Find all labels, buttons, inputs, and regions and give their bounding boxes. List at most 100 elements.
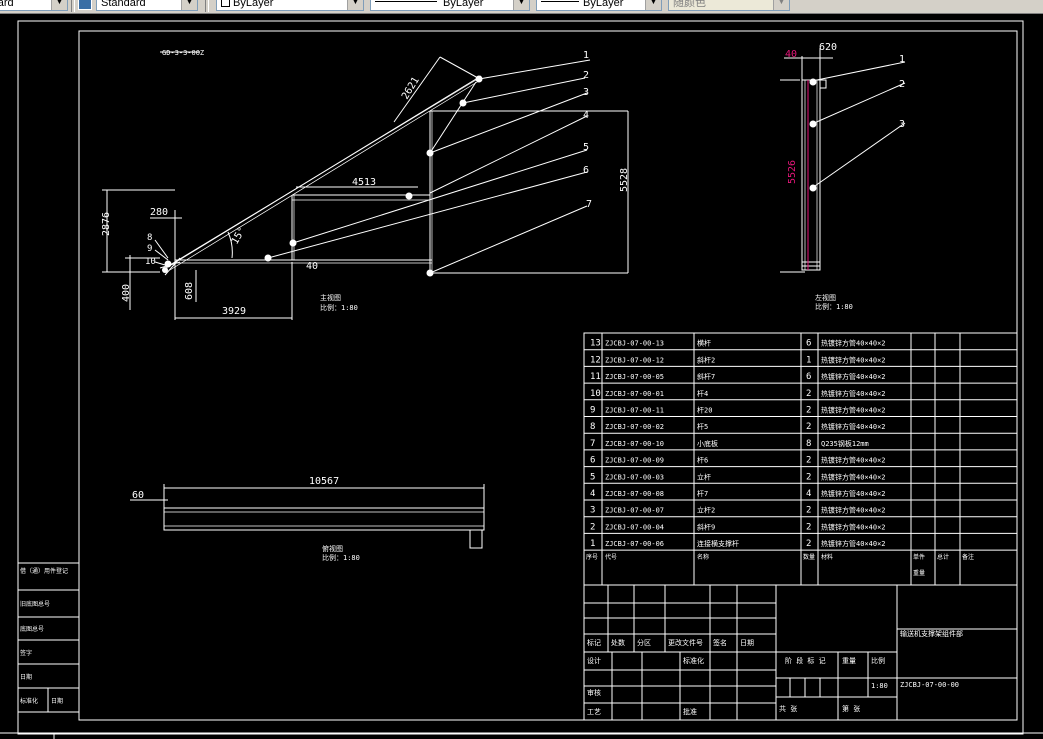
bom-cell-code: ZJCBJ-07-00-02 bbox=[605, 423, 664, 431]
linetype-select[interactable]: ByLayer ▼ bbox=[370, 0, 530, 11]
bom-cell-code: ZJCBJ-07-00-09 bbox=[605, 457, 664, 465]
text-style-select[interactable]: Standard ▼ bbox=[0, 0, 68, 11]
tb-scale: 比例 bbox=[871, 656, 885, 665]
toolbar-separator bbox=[205, 0, 209, 12]
bom-cell-no: 4 bbox=[590, 489, 595, 499]
top-dim-60: 60 bbox=[132, 490, 144, 501]
chevron-down-icon[interactable]: ▼ bbox=[347, 0, 363, 10]
chevron-down-icon[interactable]: ▼ bbox=[181, 0, 197, 10]
callout-1: 1 bbox=[583, 50, 589, 61]
tb-stage: 阶 段 标 记 bbox=[785, 656, 826, 665]
lineweight-select[interactable]: ByLayer ▼ bbox=[536, 0, 662, 11]
bom-cell-code: ZJCBJ-07-00-08 bbox=[605, 490, 664, 498]
bom-header-material: 材料 bbox=[821, 553, 833, 561]
side-callout-1: 1 bbox=[899, 54, 905, 65]
tb-date: 日期 bbox=[740, 639, 754, 647]
bom-cell-name: 斜杆2 bbox=[697, 355, 715, 364]
side-strip bbox=[18, 562, 79, 713]
callout-2: 2 bbox=[583, 70, 589, 81]
dim-2876: 2876 bbox=[101, 212, 112, 236]
side-dim-40: 40 bbox=[785, 49, 797, 60]
bom-cell-qty: 2 bbox=[806, 456, 811, 466]
callout-9: 9 bbox=[147, 244, 152, 254]
tb-sign: 签名 bbox=[713, 638, 727, 647]
bom-cell-material: 热镀锌方管40×40×2 bbox=[821, 339, 886, 348]
dim-280: 280 bbox=[150, 207, 168, 218]
bom-cell-no: 2 bbox=[590, 522, 595, 532]
dim-style-select[interactable]: Standard ▼ bbox=[96, 0, 198, 11]
strip-borrow: 借（通）用件登记 bbox=[20, 567, 68, 575]
properties-toolbar: Standard ▼ Standard ▼ ByLayer ▼ ByLayer … bbox=[0, 0, 1043, 14]
bom-cell-code: ZJCBJ-07-00-04 bbox=[605, 523, 664, 531]
plot-style-select[interactable]: 随颜色 ▼ bbox=[668, 0, 790, 11]
bom-cell-code: ZJCBJ-07-00-13 bbox=[605, 340, 664, 348]
bom-cell-name: 杆6 bbox=[697, 456, 708, 465]
bom-header-remark: 备注 bbox=[962, 553, 974, 561]
bom-cell-qty: 2 bbox=[806, 472, 811, 482]
bom-cell-qty: 2 bbox=[806, 422, 811, 432]
lineweight-preview bbox=[541, 1, 579, 2]
bom-cell-code: ZJCBJ-07-00-01 bbox=[605, 390, 664, 398]
bom-cell-code: ZJCBJ-07-00-06 bbox=[605, 540, 664, 548]
plot-style-value: 随颜色 bbox=[673, 0, 706, 9]
callout-7: 7 bbox=[586, 199, 592, 210]
bom-cell-name: 斜杆7 bbox=[697, 372, 715, 381]
tb-weight: 重量 bbox=[842, 657, 856, 665]
chevron-down-icon[interactable]: ▼ bbox=[645, 0, 661, 10]
bom-cell-name: 杆7 bbox=[697, 489, 708, 498]
bom-cell-no: 5 bbox=[590, 472, 595, 482]
bom-cell-qty: 2 bbox=[806, 506, 811, 516]
strip-date: 日期 bbox=[20, 673, 32, 681]
dim-style-icon[interactable] bbox=[78, 0, 92, 10]
callout-6: 6 bbox=[583, 165, 589, 176]
linetype-value: ByLayer bbox=[443, 0, 484, 9]
bom-cell-name: 杆4 bbox=[697, 389, 708, 398]
color-select[interactable]: ByLayer ▼ bbox=[216, 0, 364, 11]
bom-cell-name: 斜杆9 bbox=[697, 522, 715, 531]
bom-cell-material: 热镀锌方管40×40×2 bbox=[821, 539, 886, 548]
bom-cell-qty: 6 bbox=[806, 339, 811, 349]
bom-cell-material: 热镀锌方管40×40×2 bbox=[821, 506, 886, 515]
bom-cell-qty: 2 bbox=[806, 522, 811, 532]
dim-4513: 4513 bbox=[352, 177, 376, 188]
sheet-outer-border bbox=[17, 20, 1024, 735]
bom-cell-name: 立杆 bbox=[697, 472, 711, 481]
tb-review: 审核 bbox=[587, 688, 601, 697]
bom-cell-code: ZJCBJ-07-00-07 bbox=[605, 507, 664, 515]
bom-cell-no: 9 bbox=[590, 406, 595, 416]
chevron-down-icon[interactable]: ▼ bbox=[51, 0, 67, 10]
strip-std: 标准化 bbox=[20, 697, 38, 705]
front-scale: 比例：1:80 bbox=[320, 303, 358, 312]
tb-mark: 标记 bbox=[587, 638, 601, 647]
bom-cell-name: 横杆 bbox=[697, 339, 711, 348]
dim-40-front: 40 bbox=[306, 261, 318, 272]
tb-product-name: 输送机支撑架组件部 bbox=[900, 629, 963, 638]
bom-cell-no: 11 bbox=[590, 372, 601, 382]
bom-cell-material: 热镀锌方管40×40×2 bbox=[821, 422, 886, 431]
bom-cell-material: 热镀锌方管40×40×2 bbox=[821, 489, 886, 498]
bom-cell-material: 热镀锌方管40×40×2 bbox=[821, 355, 886, 364]
side-scale: 比例：1:80 bbox=[815, 302, 853, 311]
bom-cell-no: 8 bbox=[590, 422, 595, 432]
color-swatch-icon bbox=[221, 0, 233, 9]
bom-cell-no: 13 bbox=[590, 339, 601, 349]
chevron-down-icon[interactable]: ▼ bbox=[513, 0, 529, 10]
callout-5: 5 bbox=[583, 142, 589, 153]
top-view bbox=[130, 484, 485, 549]
strip-base-no: 底图总号 bbox=[20, 625, 44, 633]
bom-header-total: 总计 bbox=[937, 553, 949, 561]
bom-cell-qty: 8 bbox=[806, 439, 811, 449]
bom-header-code: 代号 bbox=[605, 553, 617, 561]
bom-cell-material: 热镀锌方管40×40×2 bbox=[821, 372, 886, 381]
chevron-down-icon[interactable]: ▼ bbox=[773, 0, 789, 10]
bom-cell-name: 小底板 bbox=[697, 439, 718, 448]
callout-10: 10 bbox=[145, 257, 156, 267]
dim-style-value: Standard bbox=[101, 0, 146, 9]
strip-sign: 签字 bbox=[20, 649, 32, 657]
bom-cell-no: 1 bbox=[590, 539, 595, 549]
bom-cell-qty: 2 bbox=[806, 406, 811, 416]
tb-drawing-no: ZJCBJ-07-00-00 bbox=[900, 681, 959, 689]
side-dim-620: 620 bbox=[819, 42, 837, 53]
top-dim-10567: 10567 bbox=[309, 476, 339, 487]
